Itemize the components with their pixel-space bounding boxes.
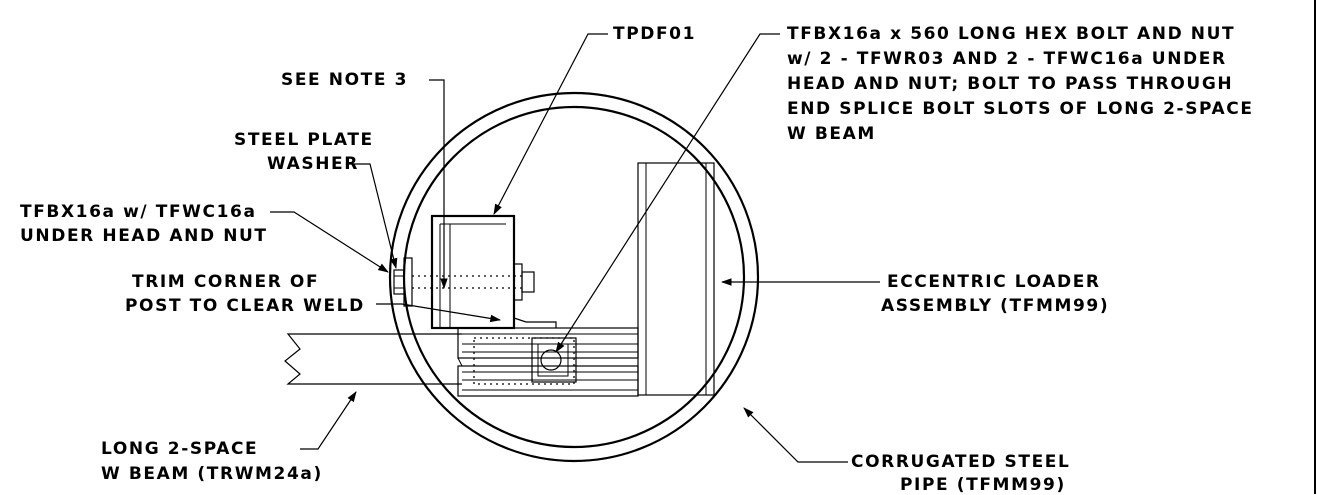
- corrugated-pipe: [388, 91, 760, 463]
- right-border: [1314, 0, 1316, 494]
- label-tpdf01: TPDF01: [613, 24, 697, 44]
- steel-plate-washer: [393, 257, 535, 307]
- label-long-2-space: LONG 2-SPACE: [101, 439, 259, 459]
- post-tpdf01: [430, 214, 557, 330]
- label-under-head-nut: UNDER HEAD AND NUT: [20, 226, 268, 246]
- label-hex-bolt-line2: w/ 2 - TFWR03 AND 2 - TFWC16a UNDER: [787, 49, 1227, 69]
- leader-lines: [270, 33, 880, 463]
- label-pipe-tfmm99: PIPE (TFMM99): [900, 475, 1066, 495]
- label-see-note-3: SEE NOTE 3: [281, 70, 409, 90]
- label-corrugated-steel: CORRUGATED STEEL: [851, 452, 1071, 472]
- label-washer: WASHER: [267, 154, 359, 174]
- hex-bolt-head: [531, 337, 577, 383]
- label-hex-bolt-line1: TFBX16a x 560 LONG HEX BOLT AND NUT: [787, 24, 1236, 44]
- eccentric-loader: [637, 162, 715, 396]
- label-eccentric-loader: ECCENTRIC LOADER: [887, 272, 1101, 292]
- label-hex-bolt-line5: W BEAM: [787, 124, 876, 144]
- label-eccentric-assembly: ASSEMBLY (TFMM99): [881, 296, 1110, 316]
- w-beam: [284, 333, 462, 385]
- label-post-clear-weld: POST TO CLEAR WELD: [125, 296, 365, 316]
- label-w-beam-trwm24a: W BEAM (TRWM24a): [101, 464, 323, 484]
- label-hex-bolt-line4: END SPLICE BOLT SLOTS OF LONG 2-SPACE: [787, 99, 1254, 119]
- label-hex-bolt-line3: HEAD AND NUT; BOLT TO PASS THROUGH: [787, 74, 1234, 94]
- label-steel-plate: STEEL PLATE: [234, 130, 374, 150]
- label-trim-corner: TRIM CORNER OF: [132, 272, 320, 292]
- label-tfbx16a: TFBX16a w/ TFWC16a: [20, 202, 257, 222]
